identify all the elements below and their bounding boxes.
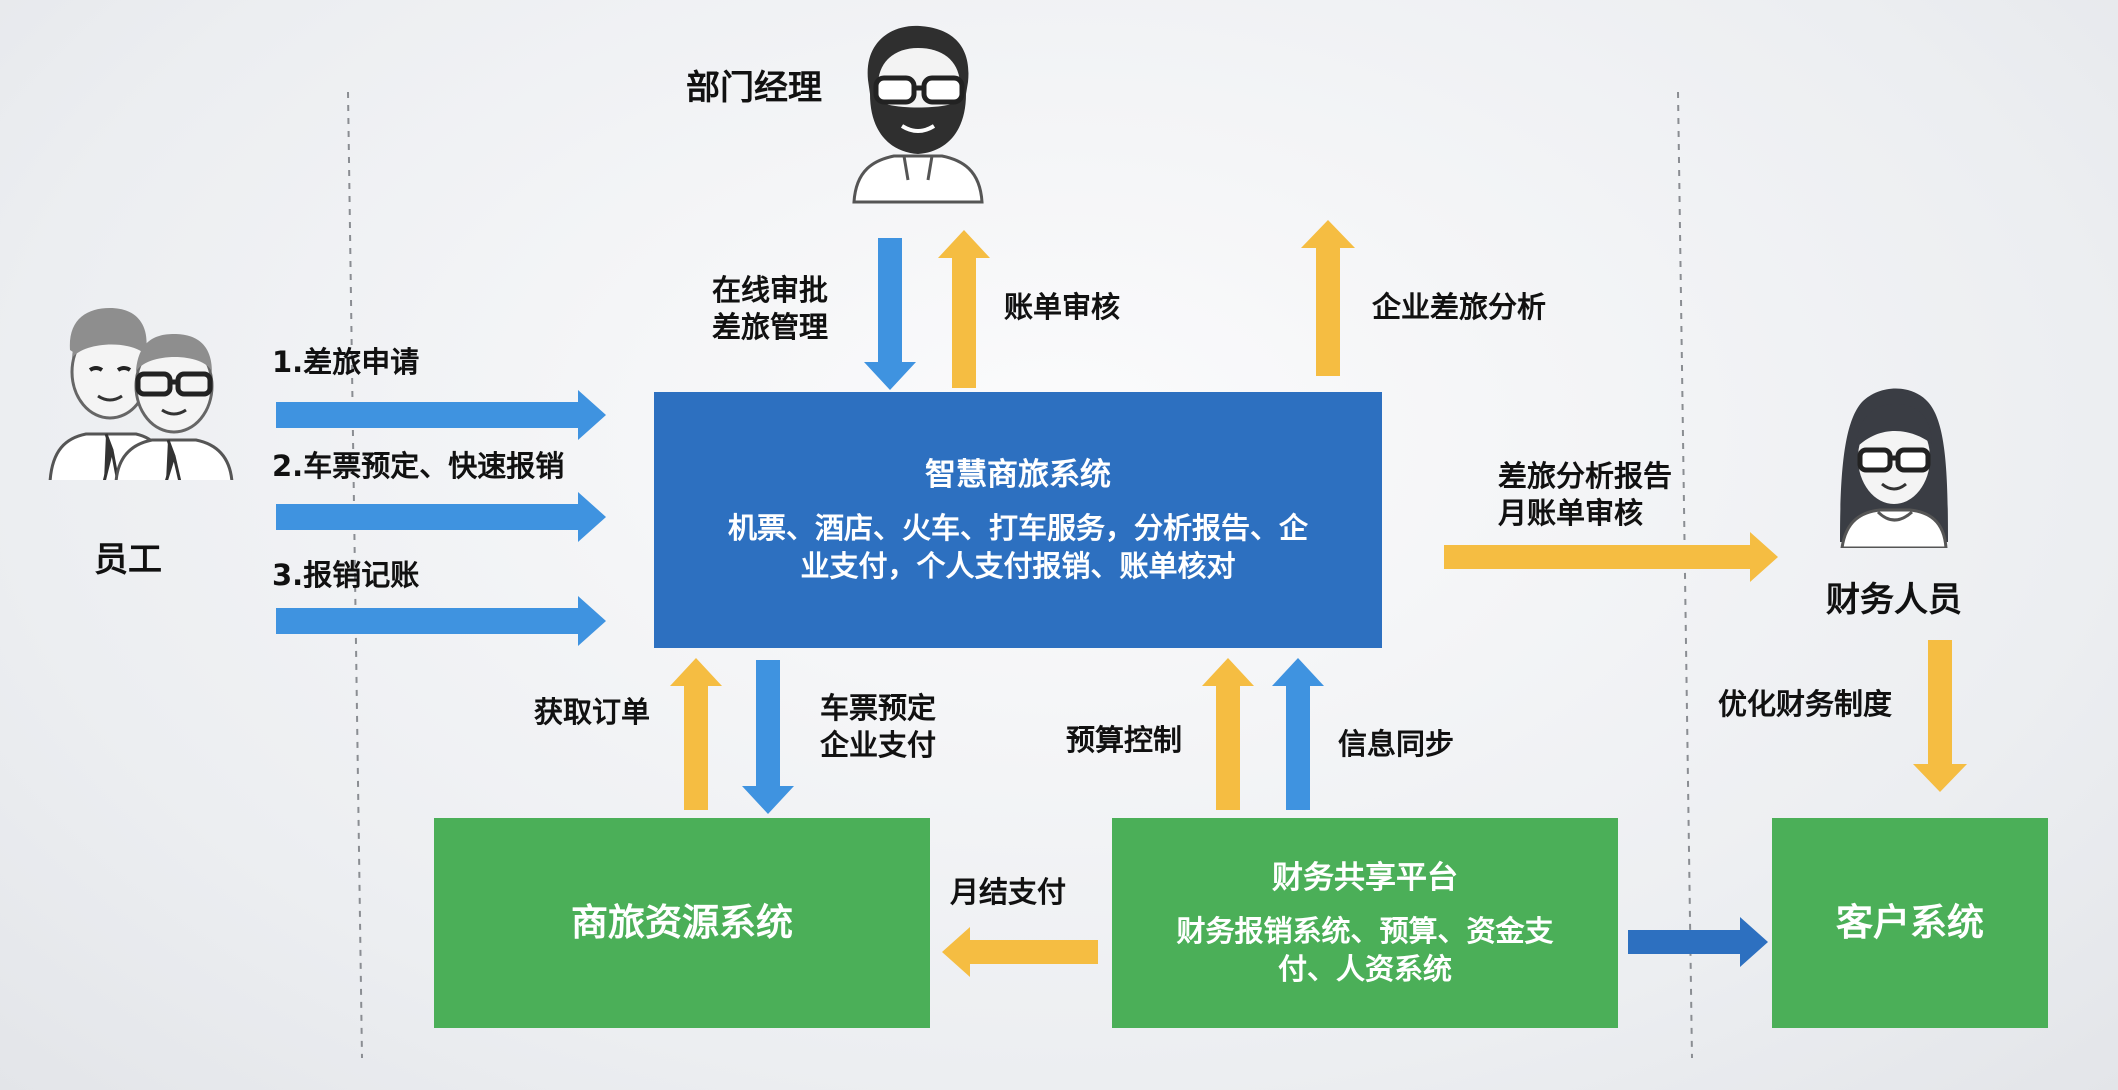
arrow-monthly-pay [942,927,1098,977]
resource-system-box: 商旅资源系统 [434,818,930,1028]
label-ticket-pay-line1: 车票预定 [820,691,937,725]
finance-staff-label: 财务人员 [1826,580,1962,620]
label-step3: 3.报销记账 [272,558,420,592]
label-report: 差旅分析报告 月账单审核 [1498,458,1672,532]
label-optimize: 优化财务制度 [1718,687,1893,721]
separator-line-left [347,91,363,1059]
label-sync: 信息同步 [1338,727,1455,761]
employee-avatar-icon [48,308,234,480]
label-ticket-pay-line2: 企业支付 [820,728,937,762]
label-ticket-pay: 车票预定 企业支付 [820,690,936,764]
manager-label: 部门经理 [686,68,822,108]
arrow-online-approval [864,238,916,390]
employee-label: 员工 [94,540,162,580]
label-get-order: 获取订单 [534,695,651,729]
finance-platform-desc-line1: 财务报销系统、预算、资金支 [1176,914,1554,948]
label-bill-review: 账单审核 [1004,290,1121,324]
arrow-step2 [276,492,606,542]
smart-travel-system-desc-line1: 机票、酒店、火车、打车服务，分析报告、企 [727,511,1308,545]
arrow-get-order [670,658,722,810]
customer-system-title: 客户系统 [1836,901,1984,944]
label-online-approval-line2: 差旅管理 [712,310,829,344]
arrow-bill-review [938,230,990,388]
arrow-ticket-pay [742,660,794,814]
finance-platform-title: 财务共享平台 [1272,860,1458,896]
label-step1: 1.差旅申请 [272,345,420,379]
arrow-report [1444,532,1778,582]
separator-line-right [1677,91,1693,1059]
smart-travel-system-title: 智慧商旅系统 [925,457,1111,493]
manager-avatar-icon [852,25,984,204]
label-monthly-pay: 月结支付 [950,875,1067,909]
arrow-optimize [1913,640,1967,792]
customer-system-box: 客户系统 [1772,818,2048,1028]
arrow-to-customer [1628,917,1768,967]
arrow-enterprise-analysis [1301,220,1355,376]
label-report-line1: 差旅分析报告 [1498,459,1673,493]
finance-platform-box: 财务共享平台 财务报销系统、预算、资金支 付、人资系统 [1112,818,1618,1028]
finance-platform-desc: 财务报销系统、预算、资金支 付、人资系统 [1176,912,1553,988]
resource-system-title: 商旅资源系统 [571,901,793,944]
label-online-approval-line1: 在线审批 [712,273,829,307]
arrow-sync [1272,658,1324,810]
label-enterprise-analysis: 企业差旅分析 [1372,290,1547,324]
finance-staff-avatar-icon [1840,388,1948,548]
label-report-line2: 月账单审核 [1498,496,1644,530]
label-online-approval: 在线审批 差旅管理 [712,272,828,346]
smart-travel-system-desc-line2: 业支付，个人支付报销、账单核对 [800,549,1236,583]
finance-platform-desc-line2: 付、人资系统 [1277,952,1452,986]
arrow-step1 [276,390,606,440]
arrow-step3 [276,596,606,646]
arrow-budget [1202,658,1254,810]
smart-travel-system-desc: 机票、酒店、火车、打车服务，分析报告、企 业支付，个人支付报销、账单核对 [728,509,1308,585]
label-step2: 2.车票预定、快速报销 [272,449,565,483]
smart-travel-system-box: 智慧商旅系统 机票、酒店、火车、打车服务，分析报告、企 业支付，个人支付报销、账… [654,392,1382,648]
label-budget: 预算控制 [1066,723,1183,757]
